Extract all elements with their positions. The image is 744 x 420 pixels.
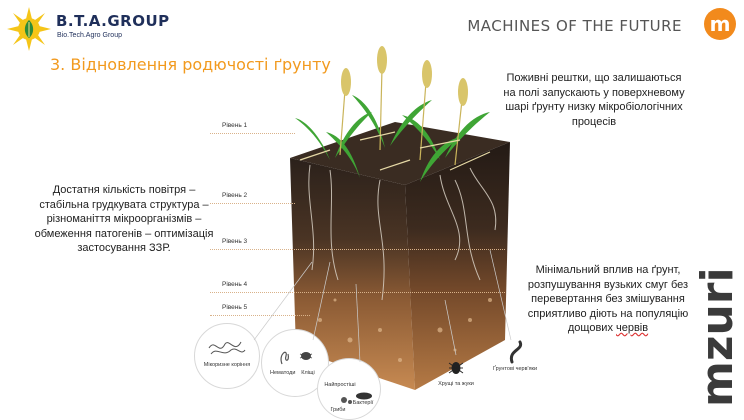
mites-label: Кліщі: [301, 370, 315, 376]
nematode-mite-icon: [280, 351, 313, 365]
mycorrhiza-icon: [208, 341, 246, 355]
level-3-label: Рівень 3: [222, 238, 248, 245]
soil-front-face: [290, 158, 415, 390]
bta-logo-icon: [7, 7, 51, 51]
level-5-line: [210, 315, 310, 316]
mycorrhiza-circle: Мікоризне коріння: [194, 323, 260, 389]
section-title: 3. Відновлення родючості ґрунту: [50, 55, 331, 74]
level-1-label: Рівень 1: [222, 122, 248, 129]
mzuri-badge-icon: m: [704, 8, 736, 40]
brand-subtitle: Bio.Tech.Agro Group: [57, 32, 122, 39]
fungi-label: Гриби: [330, 407, 346, 413]
level-5-label: Рівень 5: [222, 304, 248, 311]
mycorrhiza-label: Мікоризне коріння: [203, 362, 251, 368]
soil-top-surface: [290, 122, 510, 185]
description-minimal-impact-text: Мінімальний вплив на ґрунт, розпушування…: [527, 264, 689, 334]
level-2-line: [210, 203, 295, 204]
level-2-label: Рівень 2: [222, 192, 248, 199]
mzuri-logo-text: mzuri: [694, 267, 740, 407]
protozoa-label: Найпростіші: [324, 382, 356, 388]
mzuri-vertical-logo: mzuri: [694, 267, 740, 407]
description-residues: Поживні рештки, що залишаються на полі з…: [503, 72, 685, 128]
nematodes-label: Нематоди: [270, 370, 296, 376]
description-worms-word: червів: [616, 322, 649, 334]
level-4-label: Рівень 4: [222, 281, 248, 288]
bacteria-label: Бактерії: [352, 400, 374, 406]
level-1-line: [210, 133, 295, 134]
brand-name: B.T.A.GROUP: [56, 12, 170, 30]
beetles-label: Хрущі та жуки: [438, 381, 474, 387]
description-minimal-impact: Мінімальний вплив на ґрунт, розпушування…: [513, 263, 703, 336]
level-4-line: [210, 292, 505, 293]
soil-side-face: [405, 142, 510, 390]
earthworms-label: Ґрунтові черв'яки: [492, 366, 538, 372]
description-soil-structure: Достатня кількість повітря – стабільна г…: [34, 184, 214, 254]
bacteria-fungi-icon: [341, 392, 372, 404]
level-3-line: [210, 249, 505, 250]
header-title: MACHINES OF THE FUTURE: [467, 17, 682, 35]
beetle-icon: [448, 362, 464, 374]
earthworm-icon: [509, 340, 523, 364]
